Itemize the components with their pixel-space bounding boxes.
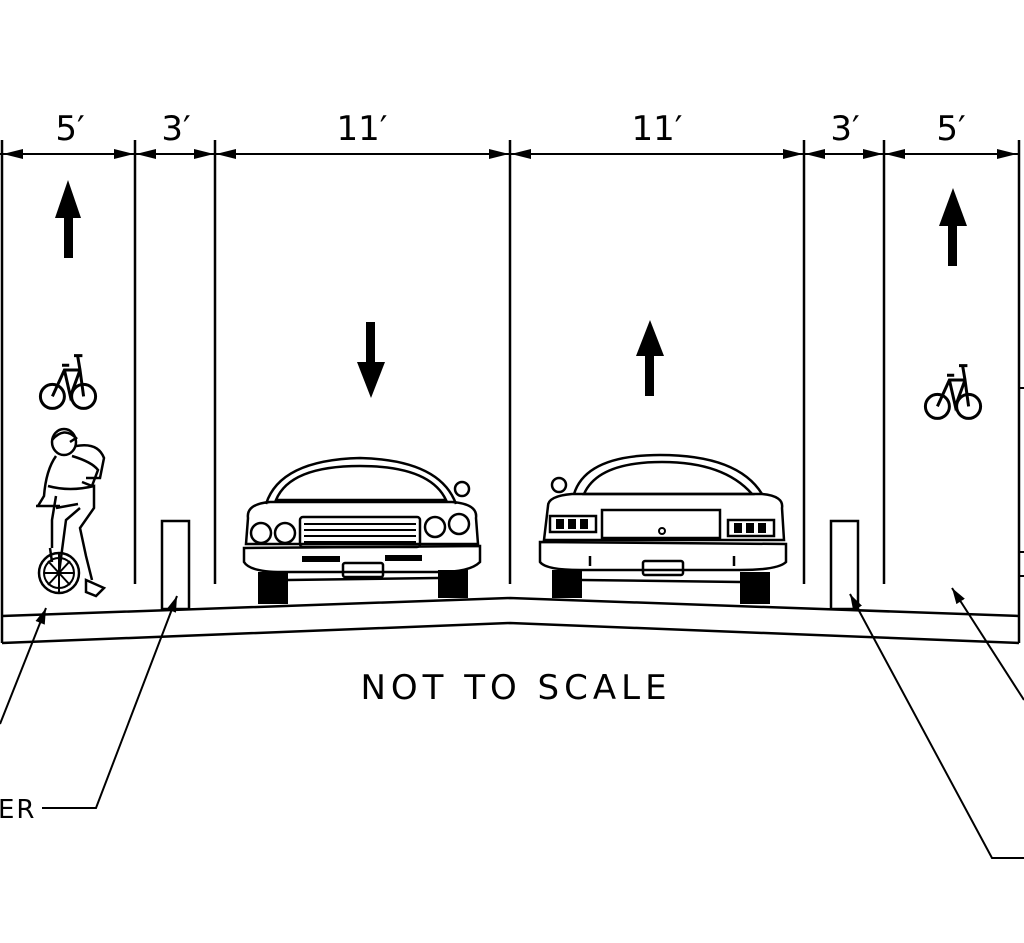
car-front-view: [242, 456, 482, 604]
cyclist-illustration: [36, 427, 107, 598]
up-arrow-icon: [939, 188, 967, 266]
up-arrow-icon: [55, 180, 81, 258]
dimension-label-right-travel: 11′: [632, 109, 683, 149]
down-arrow-icon: [357, 322, 385, 398]
dimension-chain: 5′ 3′ 11′ 11′ 3′ 5′: [0, 109, 1020, 159]
lane-lines: [0, 140, 1024, 616]
car-rear-view: [538, 453, 788, 604]
buffer-post-left: [160, 519, 191, 611]
callout-leaders: [0, 587, 1024, 859]
dimension-label-left-travel: 11′: [337, 109, 388, 149]
road-surface: [0, 596, 1021, 645]
callout-label-buffer: ER: [0, 795, 37, 825]
buffer-post-right: [829, 519, 860, 611]
not-to-scale-note: NOT TO SCALE: [360, 668, 671, 708]
bicycle-icon: [923, 364, 983, 420]
dimension-label-left-buffer: 3′: [161, 109, 190, 149]
up-arrow-icon: [636, 320, 664, 396]
dimension-label-left-bike: 5′: [55, 109, 84, 149]
bicycle-icon: [38, 354, 98, 410]
dimension-label-right-buffer: 3′: [830, 109, 859, 149]
dimension-label-right-bike: 5′: [936, 109, 965, 149]
